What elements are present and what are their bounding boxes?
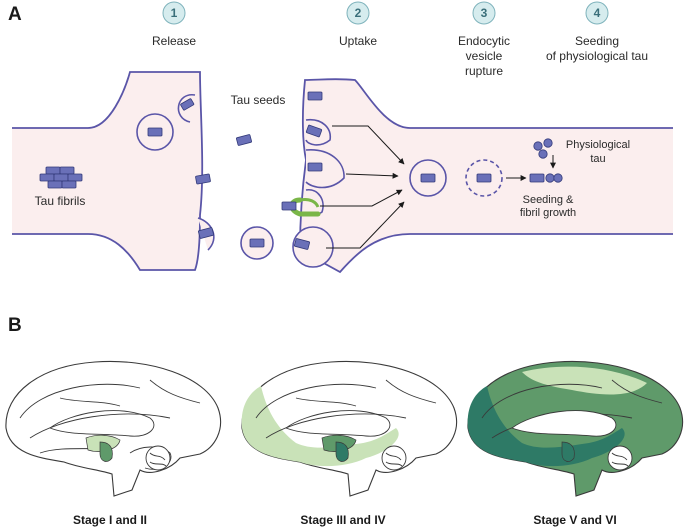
step-3-badge: 3: [472, 1, 496, 25]
arrow-uptake-4: [326, 201, 405, 249]
stage-5-6-dark-region: [467, 386, 625, 467]
arrow-uptake-1: [332, 125, 405, 165]
panel-b-letter: B: [8, 315, 22, 336]
step-1-label: Release: [152, 34, 196, 48]
cerebellum-3: [607, 445, 633, 471]
presynaptic-membrane: [12, 71, 204, 271]
stage-5-6-label: Stage V and VI: [533, 513, 616, 527]
step-2-number: 2: [355, 6, 362, 20]
tau-fibrils-cluster: [39, 166, 83, 189]
uptake-arrows: [320, 125, 405, 249]
tau-seed-uptake-2: [305, 124, 323, 138]
tau-seed-in-endosome: [420, 173, 436, 183]
stage-5-6-light-region: [522, 366, 647, 395]
step-4-label-line-1: Seeding: [575, 34, 619, 48]
stage-1-2-label: Stage I and II: [73, 513, 147, 527]
brain-stage-1-2: [5, 360, 222, 497]
seeding-complex: [529, 173, 563, 183]
tau-seed-uptake-4: [294, 238, 310, 250]
step-3-number: 3: [481, 6, 488, 20]
step-1-badge: 1: [162, 1, 186, 25]
tau-seed-in-exosome: [249, 238, 265, 248]
tau-seed-bud: [198, 227, 214, 239]
physiological-tau-label-line-1: Physiological: [566, 139, 630, 151]
seeding-label-line-2: fibril growth: [520, 207, 576, 219]
panel-a-letter: A: [8, 4, 22, 25]
tau-seed-membrane: [195, 173, 211, 185]
tau-seed-released: [476, 173, 492, 183]
endocytic-pit-2: [305, 149, 345, 189]
free-tau-seed-1: [236, 134, 252, 146]
tau-fibrils-label: Tau fibrils: [35, 194, 86, 208]
receptor-icon: [281, 197, 321, 217]
seeding-label-line-1: Seeding &: [523, 194, 574, 206]
tau-seed-in-vesicle: [147, 127, 163, 137]
physiological-tau-label-line-2: tau: [590, 153, 605, 165]
step-4-number: 4: [594, 6, 601, 20]
tau-seed-top-bud: [180, 98, 195, 111]
cerebellum-1: [145, 445, 171, 471]
step-3-label-line-2: vesicle: [466, 49, 503, 63]
tau-seeds-label: Tau seeds: [231, 93, 286, 107]
step-1-number: 1: [171, 6, 178, 20]
stage-3-4-light-region: [241, 386, 399, 467]
presynaptic-neuron: [12, 71, 204, 271]
tau-seed-uptake-1: [307, 91, 323, 101]
step-4-label-line-2: of physiological tau: [546, 49, 648, 63]
step-3-label-line-1: Endocytic: [458, 34, 510, 48]
stage-3-4-dark-region: [335, 441, 349, 462]
arrow-uptake-3: [320, 189, 403, 207]
tau-seed-bound-receptor: [281, 201, 297, 211]
tau-seed-uptake-3: [307, 162, 323, 172]
brain-stage-3-4: [241, 360, 458, 497]
step-2-badge: 2: [346, 1, 370, 25]
stage-3-4-label: Stage III and IV: [300, 513, 385, 527]
step-3-label-line-3: rupture: [465, 64, 503, 78]
endocytic-pit-4: [292, 226, 334, 268]
cerebellum-2: [381, 445, 407, 471]
step-4-badge: 4: [585, 1, 609, 25]
step-2-label: Uptake: [339, 34, 377, 48]
brain-stage-5-6: [467, 360, 684, 497]
stage-1-2-dark-region: [99, 441, 113, 462]
physiological-tau-monomers: [533, 138, 553, 159]
arrow-uptake-2: [345, 172, 399, 179]
